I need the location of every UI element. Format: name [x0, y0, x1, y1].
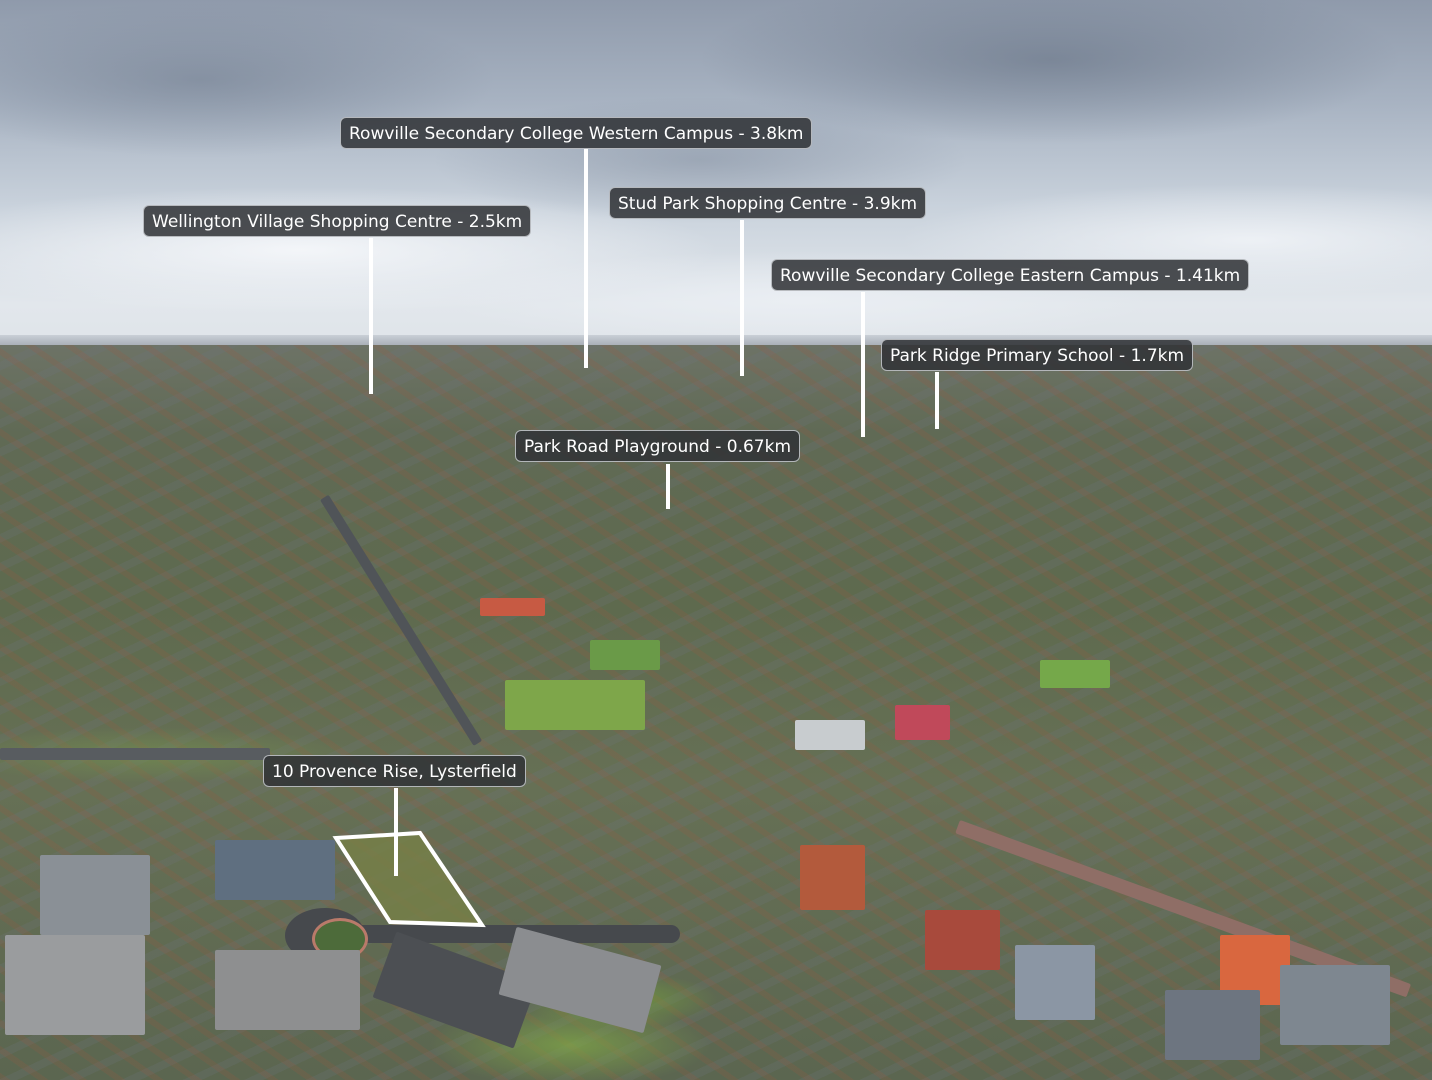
house: [505, 680, 645, 730]
pin-line-park-road-playground: [666, 464, 670, 509]
house: [795, 720, 865, 750]
label-stud-park: Stud Park Shopping Centre - 3.9km: [609, 187, 927, 219]
house: [215, 950, 360, 1030]
road: [0, 748, 270, 760]
label-wellington-village: Wellington Village Shopping Centre - 2.5…: [143, 205, 532, 237]
pin-line-wellington-village: [369, 238, 373, 394]
house: [1280, 965, 1390, 1045]
label-park-ridge: Park Ridge Primary School - 1.7km: [881, 339, 1194, 371]
house: [1015, 945, 1095, 1020]
house: [215, 840, 335, 900]
house: [1165, 990, 1260, 1060]
pin-line-eastern-campus: [861, 292, 865, 437]
pin-line-western-campus: [584, 149, 588, 368]
label-western-campus: Rowville Secondary College Western Campu…: [340, 117, 813, 149]
label-park-road-playground: Park Road Playground - 0.67km: [515, 430, 801, 462]
house: [480, 598, 545, 616]
house: [5, 935, 145, 1035]
cul-de-sac-road: [290, 925, 680, 943]
house: [1040, 660, 1110, 688]
pin-line-property: [394, 788, 398, 876]
label-property-address: 10 Provence Rise, Lysterfield: [263, 755, 526, 787]
house: [590, 640, 660, 670]
label-eastern-campus: Rowville Secondary College Eastern Campu…: [771, 259, 1250, 291]
house: [925, 910, 1000, 970]
pin-line-stud-park: [740, 220, 744, 376]
house: [40, 855, 150, 935]
pin-line-park-ridge: [935, 372, 939, 429]
house: [895, 705, 950, 740]
house: [800, 845, 865, 910]
